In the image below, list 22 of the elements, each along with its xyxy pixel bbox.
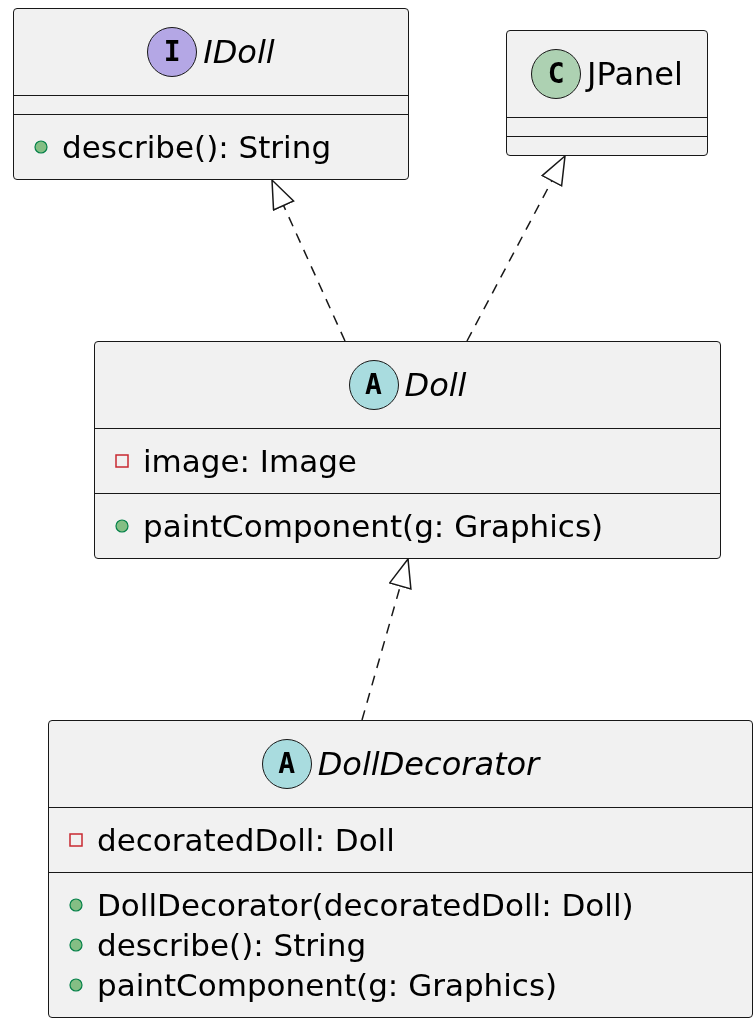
- class-member: paintComponent(g: Graphics): [97, 965, 558, 1005]
- class-member: image: Image: [143, 441, 357, 481]
- class-name: IDoll: [203, 32, 275, 73]
- class-member: paintComponent(g: Graphics): [143, 506, 604, 546]
- realization-arrow: [361, 558, 412, 721]
- class-member: describe(): String: [97, 925, 367, 965]
- class-type-badge: A: [261, 739, 312, 789]
- class-box: [94, 341, 721, 559]
- class-type-badge: C: [531, 49, 582, 99]
- class-box: [506, 30, 708, 156]
- realization-arrow: [271, 179, 346, 342]
- class-member: DollDecorator(decoratedDoll: Doll): [97, 885, 634, 925]
- class-type-badge: A: [348, 360, 399, 410]
- class-box: [48, 720, 753, 1018]
- realization-arrow: [466, 155, 566, 342]
- class-box: [13, 8, 409, 180]
- class-name: DollDecorator: [317, 744, 540, 785]
- class-member: decoratedDoll: Doll: [97, 820, 395, 860]
- class-name: JPanel: [587, 54, 683, 95]
- class-type-badge: I: [147, 27, 198, 77]
- class-member: describe(): String: [62, 127, 332, 167]
- class-name: Doll: [404, 365, 467, 406]
